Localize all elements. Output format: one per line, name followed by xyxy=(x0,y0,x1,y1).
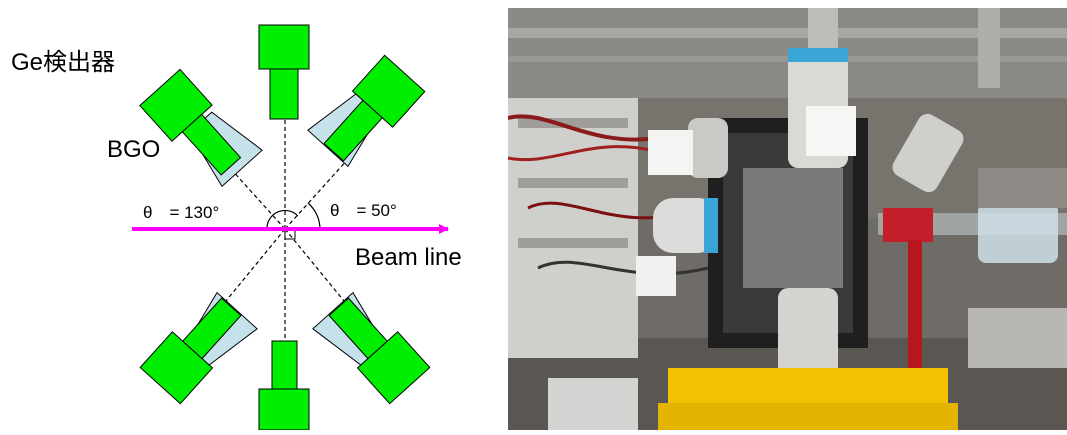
bgo-label: BGO xyxy=(107,136,161,163)
ge-detector-label: Ge検出器 xyxy=(11,49,116,76)
detector-layout-diagram: Ge検出器 BGO θ = 130° θ = 50° Beam line xyxy=(0,0,500,431)
detector-axis-lines xyxy=(211,95,359,345)
beam-line-label: Beam line xyxy=(355,244,462,271)
detector-array-photo xyxy=(507,8,1067,430)
ge-detector-lower-left xyxy=(139,291,258,405)
angle-arc-50 xyxy=(307,202,321,230)
axis-line-lower-left xyxy=(211,228,286,319)
ge-detector-bottom xyxy=(258,340,310,431)
ge-detector-top xyxy=(258,24,310,120)
axis-line-lower-right xyxy=(284,228,359,319)
diagram-canvas xyxy=(132,24,449,431)
angle-arc-130 xyxy=(266,209,299,230)
theta-130-label: θ = 130° xyxy=(143,203,220,222)
ge-detector-lower-right xyxy=(312,291,431,405)
ge-detector-upper-left xyxy=(139,68,263,188)
photo-canvas xyxy=(507,8,1067,430)
theta-50-label: θ = 50° xyxy=(330,201,397,220)
ge-detector-upper-right xyxy=(307,54,426,168)
